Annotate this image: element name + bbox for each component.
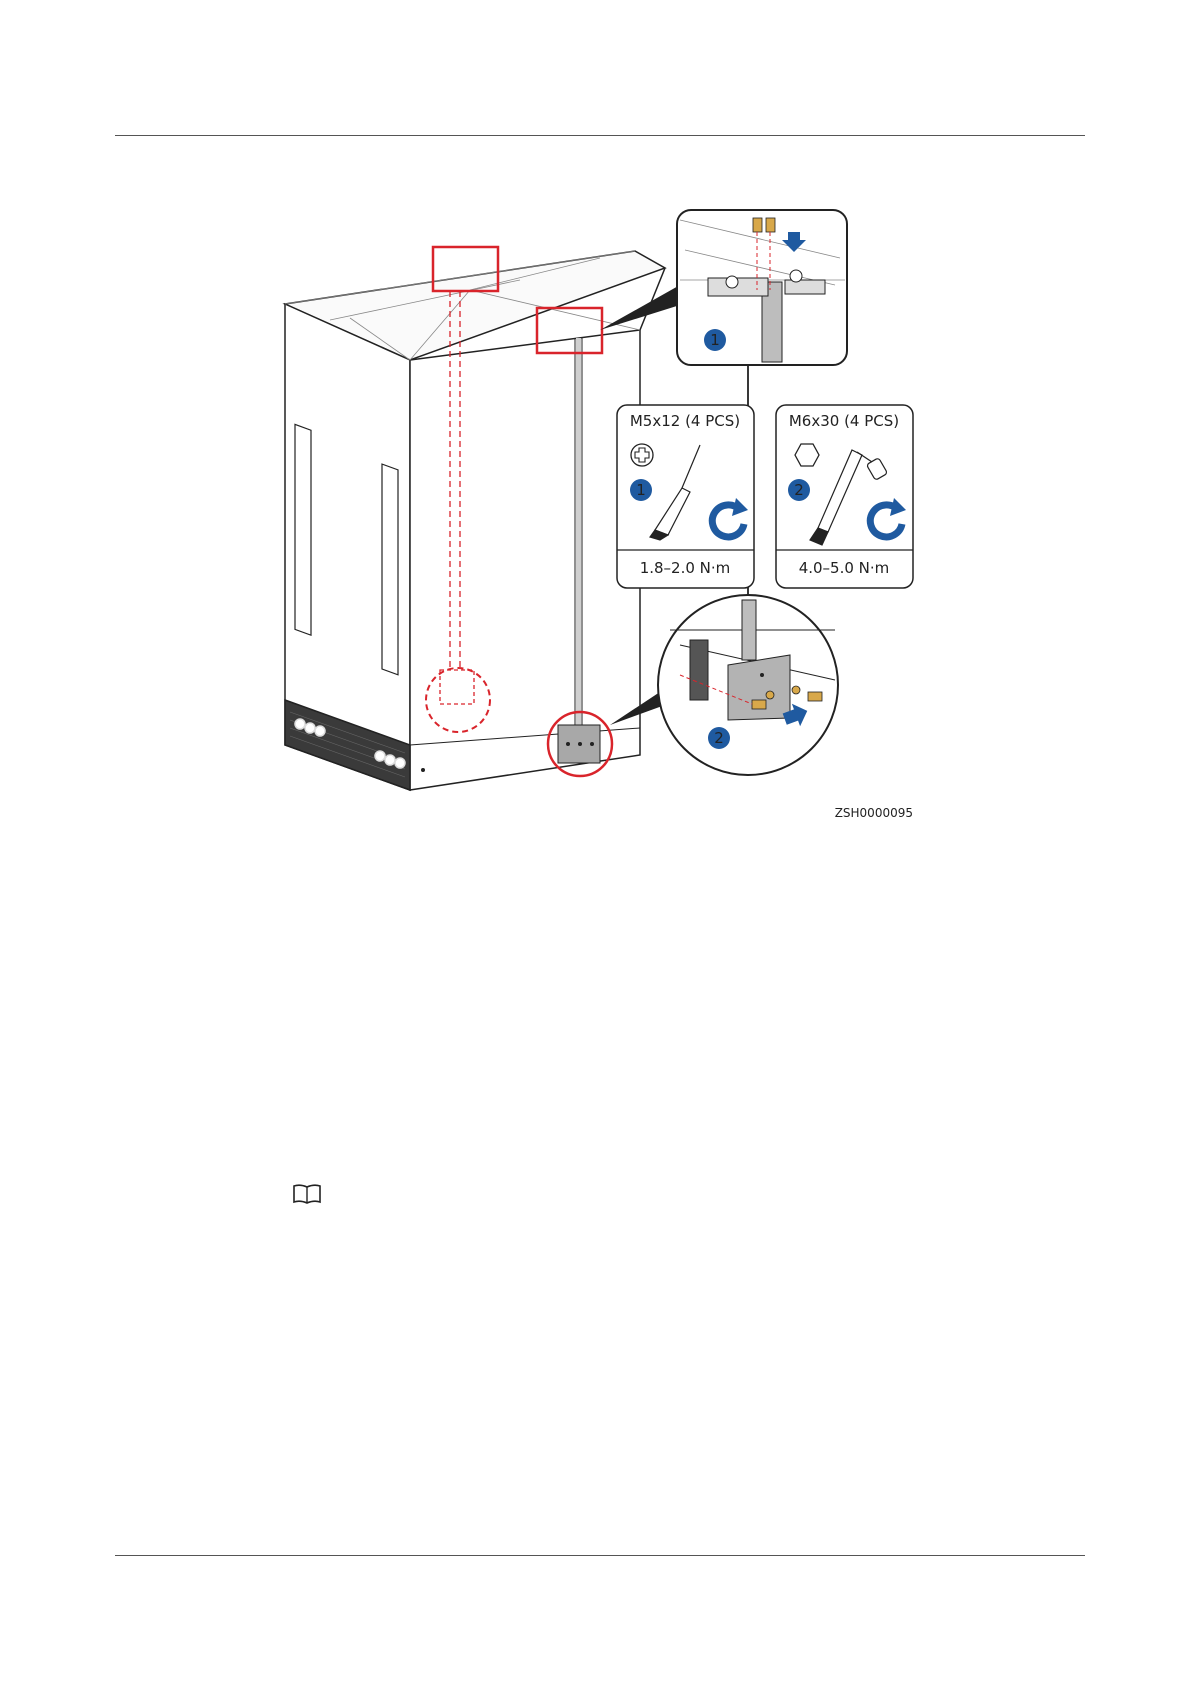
panel-2-torque: 4.0–5.0 N·m [799, 559, 890, 577]
note-book-icon [292, 1183, 322, 1205]
tool-panel-1: M5x12 (4 PCS) 1 1.8–2.0 N·m [617, 405, 754, 588]
tool-panel-2: M6x30 (4 PCS) 2 4.0–5.0 N·m [776, 405, 913, 588]
step-badge-2-label: 2 [714, 729, 724, 747]
side-vent-right [382, 464, 398, 675]
panel-1-screw-spec: M5x12 (4 PCS) [630, 412, 740, 430]
hex-head-icon [795, 444, 819, 466]
phillips-head-icon [631, 444, 653, 466]
cabinet-front [410, 330, 640, 790]
panel-1-step-label: 1 [636, 481, 646, 499]
panel-1-torque: 1.8–2.0 N·m [640, 559, 731, 577]
panel-2-step-label: 2 [794, 481, 804, 499]
side-vent-left [295, 424, 311, 635]
figure-id: ZSH0000095 [835, 806, 913, 820]
step-badge-1-label: 1 [710, 331, 720, 349]
bottom-detail-callout: 2 [610, 595, 838, 775]
panel-2-screw-spec: M6x30 (4 PCS) [789, 412, 899, 430]
bottom-plate [558, 725, 600, 763]
cabinet-drawing [285, 251, 665, 790]
